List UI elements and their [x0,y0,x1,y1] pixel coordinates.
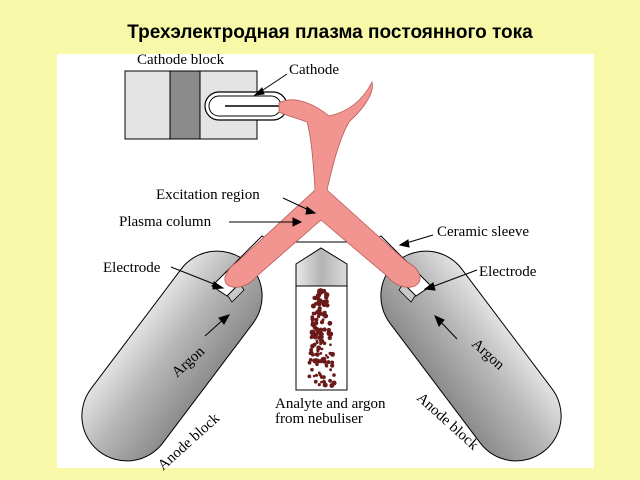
analyte-droplet [313,332,319,337]
analyte-droplet [313,320,319,326]
diagram-panel: Cathode block Cathode Excitation region … [57,52,594,474]
analyte-droplet [326,355,330,359]
analyte-droplet [316,314,321,319]
analyte-droplet [332,373,336,377]
analyte-droplet [319,359,324,364]
analyte-droplet [314,302,318,306]
analyte-droplet [330,351,335,357]
analyte-droplets [307,288,337,388]
analyte-droplet [328,378,332,383]
analyte-droplet [329,383,335,388]
analyte-droplet [329,368,333,372]
analyte-droplet [317,297,321,300]
analyte-droplet [321,299,327,305]
analyte-droplet [314,327,320,332]
analyte-droplet [309,348,313,352]
analyte-droplet [322,327,327,332]
label-cathode-block: Cathode block [137,52,225,68]
analyte-droplet [314,373,319,377]
analyte-droplet [329,343,332,347]
analyte-droplet [310,320,314,324]
analyte-droplet [312,311,317,316]
leader-lines [170,73,478,340]
label-cathode: Cathode [289,62,339,78]
analyte-droplet [315,293,320,298]
analyte-droplet [316,348,320,353]
slide-title: Трехэлектродная плазма постоянного тока [127,22,533,43]
analyte-droplet [317,335,322,340]
analyte-droplet [317,299,320,303]
analyte-droplet [317,371,321,375]
analyte-droplet [324,383,328,387]
label-ceramic-sleeve: Ceramic sleeve [437,224,530,240]
analyte-droplet [322,375,326,379]
analyte-droplet [321,312,325,317]
plasma-diagram-svg [81,70,562,462]
analyte-droplet [322,289,327,294]
label-analyte-line2: from nebuliser [275,411,363,427]
analyte-droplet [315,339,319,343]
cathode [204,91,288,121]
analyte-droplet [307,374,312,379]
analyte-droplet [314,317,319,322]
analyte-droplet [312,342,317,347]
analyte-droplet [316,301,322,307]
analyte-droplet [307,360,312,365]
analyte-droplet [315,352,320,357]
analyte-droplet [319,320,325,325]
analyte-droplet [313,379,318,384]
analyte-droplet [326,360,331,365]
analyte-droplet [318,331,324,337]
analyte-droplet [320,380,323,384]
analyte-droplet [319,338,325,344]
label-analyte-line1: Analyte and argon [275,396,386,412]
analyte-droplet [327,335,332,341]
analyte-droplet [315,358,318,361]
analyte-droplet [325,296,329,300]
analyte-droplet [327,320,333,326]
analyte-droplet [325,303,330,308]
label-excitation-region: Excitation region [156,187,260,203]
analyte-droplet [324,292,330,298]
analyte-droplet [319,291,324,295]
analyte-droplet [321,318,325,322]
analyte-droplet [317,310,321,313]
analyte-droplet [311,353,315,357]
analyte-droplet [324,354,328,357]
analyte-droplet [310,367,314,372]
analyte-droplet [312,374,316,378]
analyte-droplet [320,347,324,351]
analyte-droplet [322,379,326,383]
analyte-droplet [317,383,321,387]
analyte-droplet [310,315,315,320]
analyte-droplet [318,327,324,333]
analyte-droplet [326,327,331,333]
nebuliser-tube [295,247,348,391]
analyte-droplet [330,360,335,365]
analyte-droplet [324,363,328,367]
label-electrode-left: Electrode [103,260,161,276]
label-plasma-column: Plasma column [119,214,212,230]
label-electrode-right: Electrode [479,264,537,280]
analyte-droplet [319,352,323,355]
plasma-column [224,80,421,288]
analyte-droplet [330,363,335,368]
analyte-droplet [327,332,330,336]
